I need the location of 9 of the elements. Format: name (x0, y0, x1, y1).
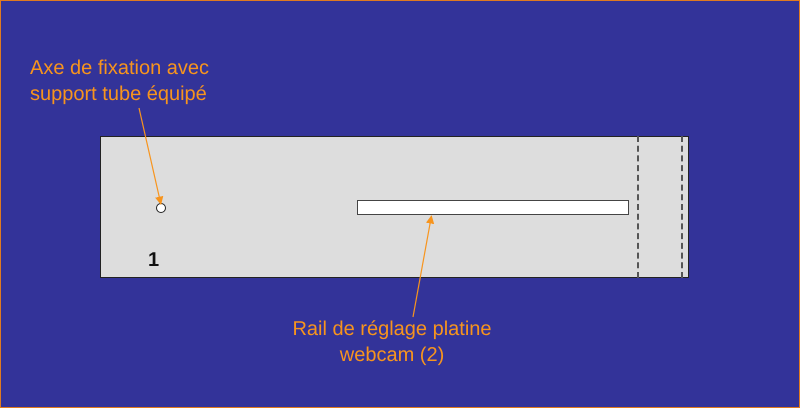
annotation-text: Axe de fixation avec support tube équipé (30, 55, 270, 107)
pivot-hole (156, 203, 166, 213)
dashed-section (637, 136, 683, 278)
callout-number: 1 (148, 249, 160, 272)
base-plate (100, 136, 689, 278)
leader-arrow (138, 108, 164, 205)
annotation-text: Rail de réglage platine webcam (2) (292, 316, 492, 372)
adjustment-rail (357, 200, 629, 215)
leader-arrow (412, 215, 434, 318)
